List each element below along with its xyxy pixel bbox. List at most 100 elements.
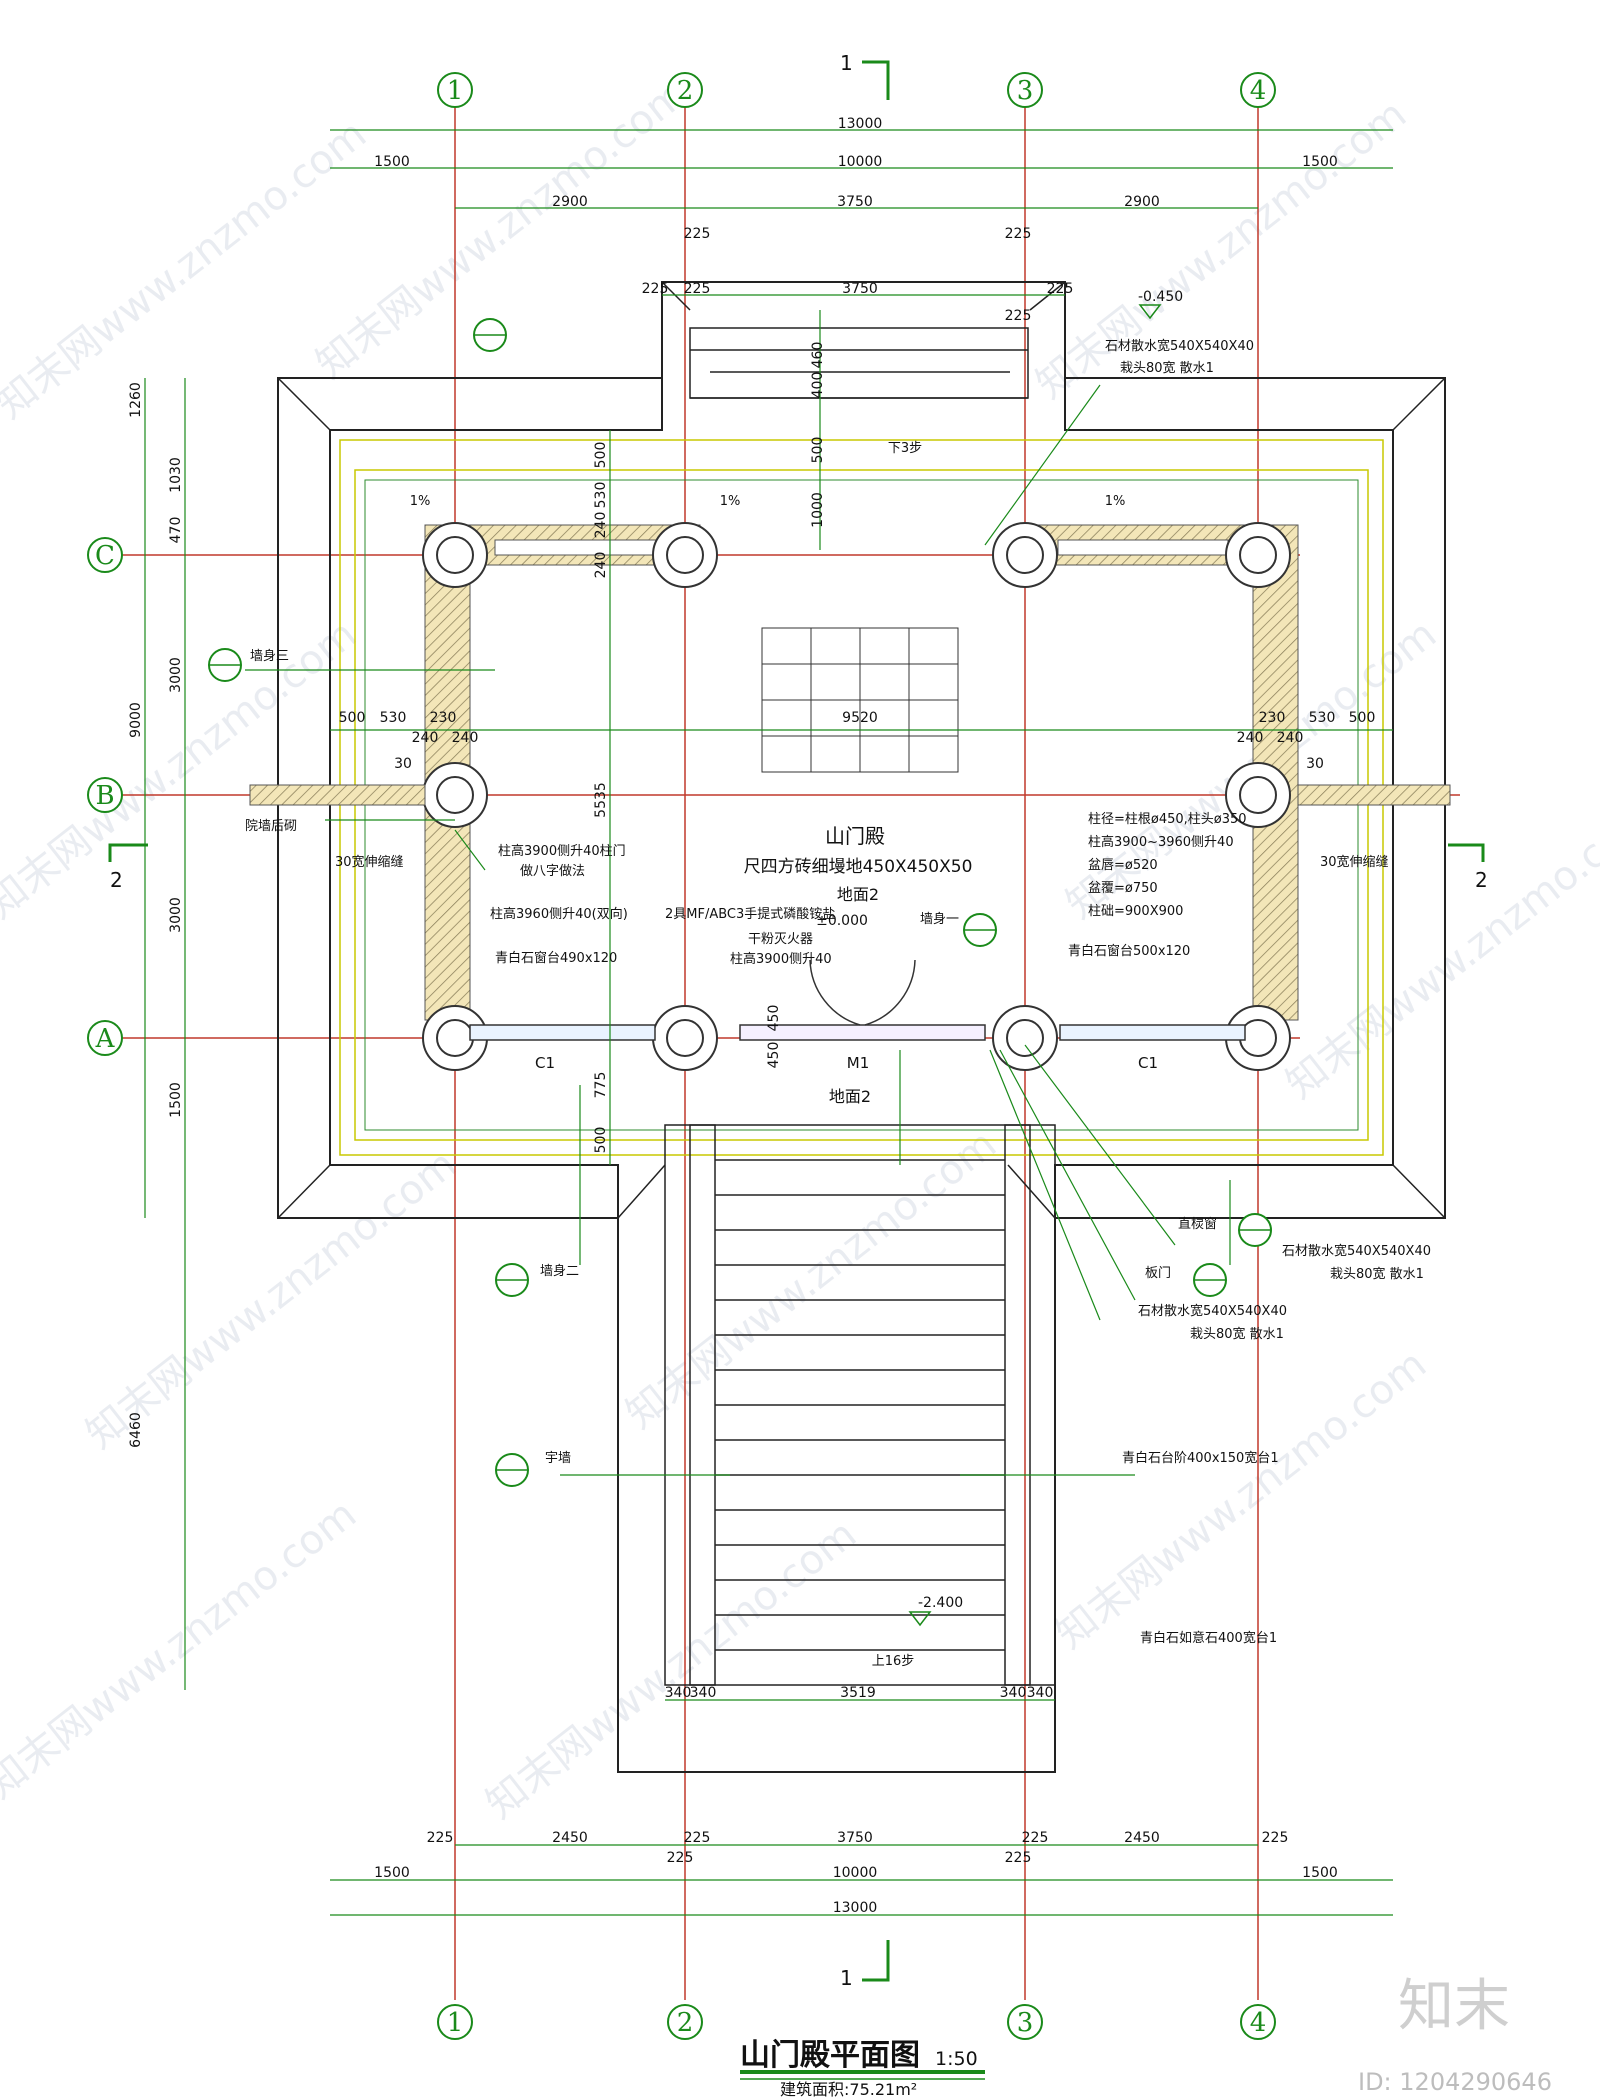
note-sill-left: 青白石窗台490x120 xyxy=(495,950,617,966)
section-mark-top: 1 xyxy=(840,51,853,75)
reference-bubble-dividers xyxy=(209,334,1271,1471)
note-column-left2: 做八字做法 xyxy=(520,864,585,879)
dim-340: 340 xyxy=(1000,1685,1027,1701)
dim-775: 775 xyxy=(593,1072,609,1099)
axis-label-a: A xyxy=(95,1024,116,1054)
dim-top-mid: 10000 xyxy=(838,154,883,170)
dim-240: 240 xyxy=(452,730,479,746)
dim-225: 225 xyxy=(1005,1850,1032,1866)
dim-530: 530 xyxy=(593,482,609,509)
dim-240: 240 xyxy=(412,730,439,746)
note-column-r2: 柱高3900~3960侧升40 xyxy=(1088,834,1234,850)
note-stone-right: 石材散水宽540X540X40 xyxy=(1138,1303,1287,1319)
note-stone-top2: 栽头80宽 散水1 xyxy=(1120,360,1214,376)
axis-bubble xyxy=(87,777,123,813)
dim-1260: 1260 xyxy=(128,382,144,418)
note-curb-stone: 青白石如意石400宽台1 xyxy=(1140,1630,1277,1646)
axis-bubbles-bottom: 1 2 3 4 xyxy=(437,2004,1276,2040)
dim-230: 230 xyxy=(430,710,457,726)
axis-label-2: 2 xyxy=(677,2008,694,2038)
drawing-title: 山门殿平面图 xyxy=(740,2038,920,2073)
section-mark-bottom: 1 xyxy=(840,1966,853,1990)
dim-500: 500 xyxy=(593,442,609,469)
dim-6460: 6460 xyxy=(128,1412,144,1448)
dimension-lines xyxy=(144,129,1393,1916)
note-sill-right: 青白石窗台500x120 xyxy=(1068,943,1190,959)
note-joint-right: 30宽伸缩缝 xyxy=(1320,854,1389,870)
floor-tag-out: 地面2 xyxy=(829,1087,871,1106)
note-stone-top: 石材散水宽540X540X40 xyxy=(1105,338,1254,354)
note-column-r3: 盆唇=ø520 xyxy=(1088,858,1158,873)
watermark: 知末网www.znzmo.com xyxy=(1048,1341,1435,1658)
section-mark-right: 2 xyxy=(1475,868,1488,892)
dim-1500: 1500 xyxy=(1302,1865,1338,1881)
brand-block: 知末 ID: 1204290646 xyxy=(1358,1974,1552,2096)
dim-bay-left: 2900 xyxy=(552,194,588,210)
dim-450: 450 xyxy=(766,1005,782,1032)
dim-30: 30 xyxy=(1306,756,1324,772)
axis-label-4: 4 xyxy=(1250,2008,1267,2038)
dim-1000: 1000 xyxy=(810,492,826,528)
watermark: 知末网www.znzmo.com xyxy=(78,1141,465,1458)
dim-450: 450 xyxy=(766,1042,782,1069)
axis-bubble xyxy=(87,537,123,573)
steps-top: 下3步 xyxy=(888,441,922,456)
dim-500: 500 xyxy=(593,1127,609,1154)
dim-340: 340 xyxy=(690,1685,717,1701)
front-wall xyxy=(469,959,1246,1041)
note-wall3: 墙身三 xyxy=(250,648,289,664)
dim-1500: 1500 xyxy=(168,1082,184,1118)
brand-id: ID: 1204290646 xyxy=(1358,2068,1552,2096)
hall-name: 山门殿 xyxy=(825,824,885,848)
building-area: 建筑面积:75.21m² xyxy=(780,2080,917,2099)
dim-9000: 9000 xyxy=(128,702,144,738)
brand-logo: 知末 xyxy=(1398,1974,1510,2039)
dim-230: 230 xyxy=(1259,710,1286,726)
axis-label-c: C xyxy=(95,541,115,571)
axis-label-2: 2 xyxy=(677,76,694,106)
axis-bubble xyxy=(437,2004,473,2040)
axis-bubble xyxy=(667,2004,703,2040)
axis-bubble xyxy=(667,72,703,108)
note-wall2: 墙身二 xyxy=(540,1263,579,1279)
dim-1500: 1500 xyxy=(374,1865,410,1881)
note-window: 直棂窗 xyxy=(1178,1216,1217,1232)
note-column-left: 柱高3900侧升40柱门 xyxy=(498,843,626,859)
dim-225: 225 xyxy=(1005,308,1032,324)
dim-225: 225 xyxy=(1047,281,1074,297)
dim-225: 225 xyxy=(427,1830,454,1846)
dim-5535: 5535 xyxy=(593,782,609,818)
note-joint-left: 30宽伸缩缝 xyxy=(335,854,404,870)
dim-240: 240 xyxy=(593,512,609,539)
level-top: -0.450 xyxy=(1138,289,1183,305)
watermark-layer: 知末网www.znzmo.com 知末网www.znzmo.com 知末网www… xyxy=(0,71,1600,1828)
watermark: 知末网www.znzmo.com xyxy=(0,111,375,428)
plinth-corners xyxy=(277,377,1446,1219)
window-label-right: C1 xyxy=(1138,1054,1158,1072)
dim-total-bottom: 13000 xyxy=(833,1900,878,1916)
dim-3519: 3519 xyxy=(840,1685,876,1701)
dim-3750: 3750 xyxy=(837,1830,873,1846)
note-fire2: 干粉灭火器 xyxy=(748,932,813,947)
dim-porch-width: 3750 xyxy=(842,281,878,297)
floor-desc: 尺四方砖细墁地450X450X50 xyxy=(744,857,973,877)
level-floor: ±0.000 xyxy=(816,913,868,929)
axis-bubble xyxy=(87,1020,123,1056)
axis-bubble xyxy=(1240,72,1276,108)
watermark: 知末网www.znzmo.com xyxy=(0,1491,365,1808)
axis-label-3: 3 xyxy=(1017,2008,1034,2038)
dim-400: 400 xyxy=(810,372,826,399)
dim-3000: 3000 xyxy=(168,897,184,933)
axis-bubble xyxy=(437,72,473,108)
dim-3000: 3000 xyxy=(168,657,184,693)
dim-240: 240 xyxy=(1277,730,1304,746)
note-door: 板门 xyxy=(1145,1266,1171,1281)
axis-bubble xyxy=(1007,72,1043,108)
level-bottom: -2.400 xyxy=(918,1595,963,1611)
floor-tag: 地面2 xyxy=(837,885,879,904)
axis-label-1: 1 xyxy=(447,2008,464,2038)
left-dimensions: 1260 1030 470 3000 3000 1500 6460 9000 5… xyxy=(128,342,1375,1448)
watermark: 知末网www.znzmo.com xyxy=(478,1511,865,1828)
dim-225: 225 xyxy=(1005,226,1032,242)
